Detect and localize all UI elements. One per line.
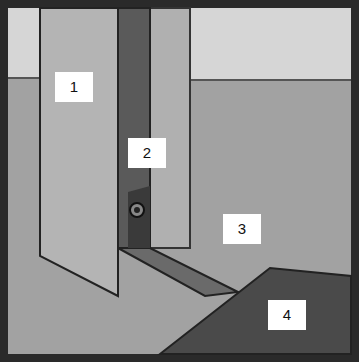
- door-leaf: [40, 8, 118, 296]
- window-left: [8, 8, 40, 78]
- door-opening: [118, 8, 150, 248]
- lock: [130, 203, 144, 217]
- callout-number: 3: [223, 214, 261, 244]
- door-jamb: [150, 8, 190, 248]
- window-right: [190, 8, 351, 80]
- lock-plate: [128, 186, 150, 248]
- mat: [160, 268, 351, 354]
- wall-floor: [8, 8, 351, 354]
- threshold: [118, 248, 238, 296]
- callout-number: 4: [268, 300, 306, 330]
- callout-number: 1: [55, 72, 93, 102]
- callout-number: 2: [128, 138, 166, 168]
